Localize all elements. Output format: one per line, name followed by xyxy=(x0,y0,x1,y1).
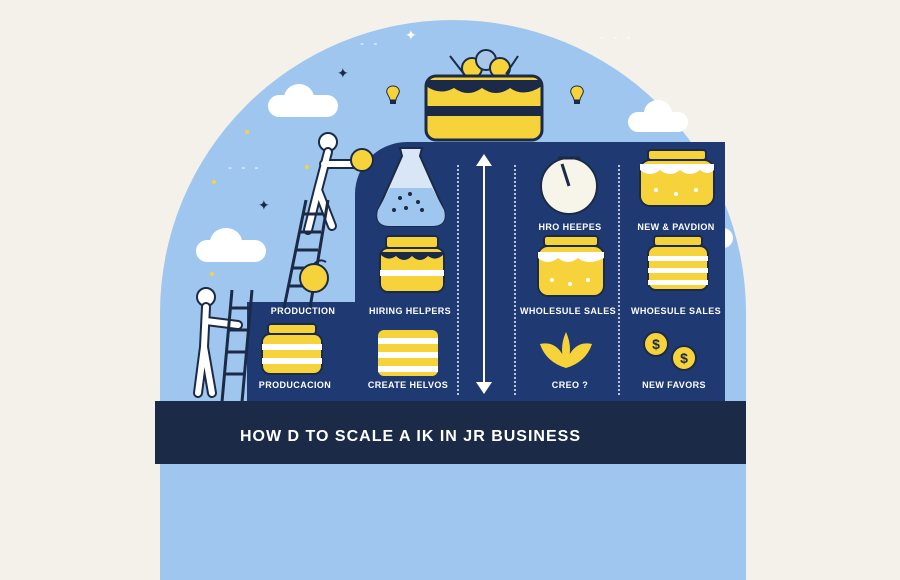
sparkle-icon xyxy=(210,272,214,276)
leaf-icon xyxy=(540,332,592,368)
cloud-icon xyxy=(644,100,672,126)
sparkle-icon: - - - xyxy=(228,160,262,174)
jar-icon xyxy=(537,235,605,297)
svg-text:$: $ xyxy=(652,336,660,352)
divider xyxy=(514,165,516,395)
label-production-bottom: PRODUCACION xyxy=(258,380,332,390)
sparkle-icon: - - - xyxy=(600,30,634,44)
title-bar xyxy=(155,401,746,464)
label-hiring-helpers: HIRING HELPERS xyxy=(368,306,452,316)
sparkle-icon: ✦ xyxy=(337,65,349,81)
label-new-pavdion: NEW & PAVDION xyxy=(637,222,715,232)
label-create-helvos: CREATE HELVOS xyxy=(367,380,449,390)
arrow-updown-icon xyxy=(476,154,492,394)
sparkle-icon xyxy=(212,180,216,184)
jar-icon xyxy=(261,323,323,375)
label-creo: CREO ? xyxy=(551,380,589,390)
label-wholesule-sales: WHOLESULE SALES xyxy=(519,306,617,316)
label-whoesule-sales: WHOESULE SALES xyxy=(630,306,722,316)
jar-icon xyxy=(379,235,445,293)
sparkle-icon xyxy=(305,165,309,169)
person-icon xyxy=(193,287,243,398)
divider xyxy=(457,165,459,395)
person-icon xyxy=(303,132,374,235)
svg-text:$: $ xyxy=(680,350,688,366)
orange-icon xyxy=(299,259,329,293)
divider xyxy=(618,165,620,395)
ladder-icon xyxy=(220,289,254,403)
jar-icon xyxy=(639,149,715,207)
jar-icon xyxy=(378,330,438,376)
lightbulb-icon xyxy=(386,85,400,104)
label-production-top: PRODUCTION xyxy=(270,306,336,316)
page-title: HOW D TO SCALE A IK IN JR BUSINESS xyxy=(240,428,581,445)
sparkle-icon: ✦ xyxy=(258,197,270,213)
flask-icon xyxy=(376,147,446,227)
lightbulb-icon xyxy=(570,85,584,104)
cake-icon xyxy=(424,49,544,142)
label-new-favors: NEW FAVORS xyxy=(642,380,706,390)
label-hro-heepes: HRO HEEPES xyxy=(538,222,602,232)
cloud-icon xyxy=(210,228,242,256)
cloud-icon xyxy=(284,84,314,112)
clock-icon xyxy=(540,156,598,215)
ladder-icon xyxy=(282,199,330,309)
sparkle-icon: ✦ xyxy=(405,27,417,43)
jar-icon xyxy=(647,235,709,291)
sparkle-icon xyxy=(245,130,249,134)
sparkle-icon: - - xyxy=(360,36,381,50)
coins-icon: $ $ xyxy=(643,331,697,371)
